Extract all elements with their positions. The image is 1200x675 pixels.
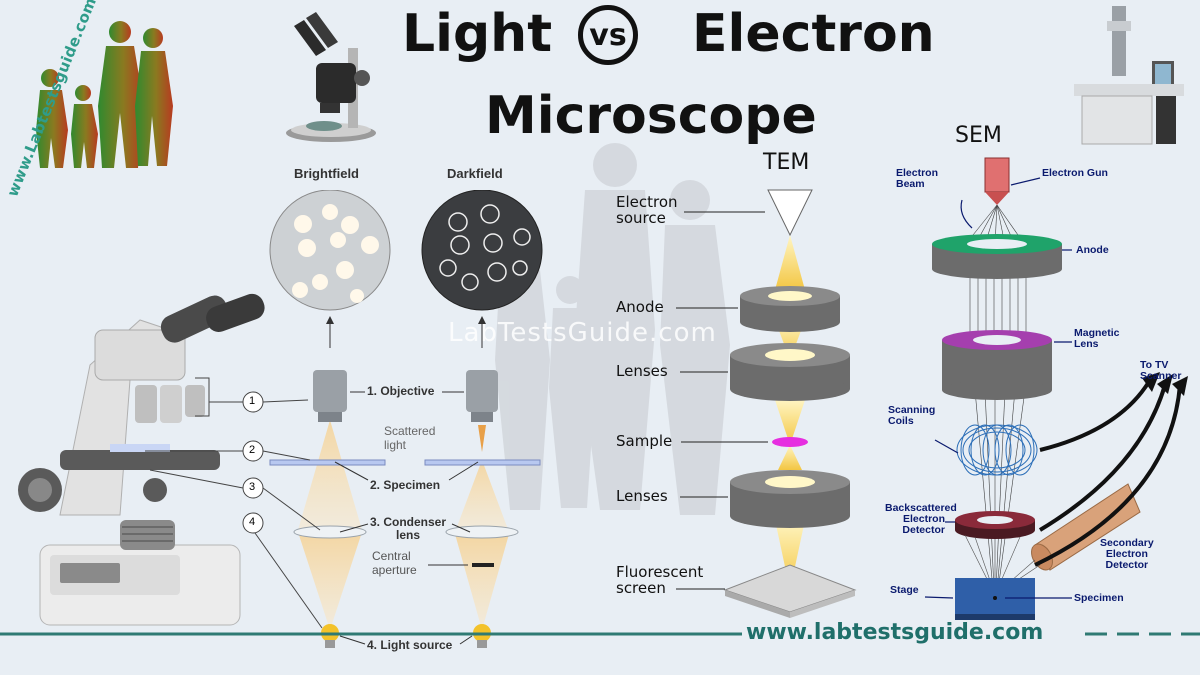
tem-anode bbox=[740, 286, 840, 332]
lenses-upper-label: Lenses bbox=[616, 362, 668, 380]
electron-source-label: Electron source bbox=[616, 193, 678, 227]
sem-specimen-label: Specimen bbox=[1074, 592, 1124, 604]
light-source-label: 4. Light source bbox=[367, 638, 453, 652]
tem-diagram bbox=[723, 189, 857, 618]
electron-gun-label: Electron Gun bbox=[1042, 167, 1108, 179]
electron-gun bbox=[984, 157, 1010, 193]
stage-label: Stage bbox=[890, 584, 919, 596]
tem-lens-upper bbox=[730, 343, 850, 401]
electron-source bbox=[767, 189, 813, 237]
darkfield-label: Darkfield bbox=[447, 166, 503, 181]
to-tv-scanner-label: To TV Scanner bbox=[1140, 359, 1182, 383]
scanning-coils bbox=[956, 424, 1038, 476]
stereo-microscope-icon bbox=[286, 12, 376, 142]
sem-diagram bbox=[924, 157, 1188, 622]
backscattered-detector-label: Backscattered Electron Detector bbox=[885, 502, 957, 537]
specimen-label: 2. Specimen bbox=[370, 478, 441, 492]
objective-label: 1. Objective bbox=[367, 384, 435, 398]
family-logo bbox=[36, 21, 173, 168]
callout-4: 4 bbox=[249, 516, 256, 528]
title-light: Light bbox=[402, 4, 553, 64]
magnetic-lens-label: Magnetic Lens bbox=[1074, 327, 1120, 351]
scattered-light-label: Scattered light bbox=[384, 424, 436, 452]
background-silhouette bbox=[495, 143, 730, 515]
tem-title: TEM bbox=[763, 150, 810, 175]
darkfield-view bbox=[421, 190, 543, 311]
sample-label: Sample bbox=[616, 432, 673, 450]
sem-title: SEM bbox=[955, 123, 1002, 148]
footer-url[interactable]: www.labtestsguide.com bbox=[742, 620, 1048, 645]
sem-machine-icon bbox=[1074, 6, 1184, 145]
condenser-lens-label: 3. Condenser lens bbox=[370, 515, 447, 542]
lenses-lower-label: Lenses bbox=[616, 487, 668, 505]
callout-3: 3 bbox=[249, 481, 256, 493]
electron-beam-label: Electron Beam bbox=[896, 167, 939, 191]
brightfield-label: Brightfield bbox=[294, 166, 359, 181]
title-microscope: Microscope bbox=[485, 86, 817, 146]
anode-label: Anode bbox=[616, 298, 664, 316]
center-watermark: LabTestsGuide.com bbox=[448, 318, 717, 348]
tem-lens-lower bbox=[730, 470, 850, 528]
sem-anode-label: Anode bbox=[1076, 244, 1109, 256]
central-aperture-label: Central aperture bbox=[372, 549, 417, 577]
vs-badge: VS bbox=[578, 5, 638, 65]
callout-1: 1 bbox=[249, 395, 256, 407]
title-electron: Electron bbox=[692, 4, 935, 64]
callout-2: 2 bbox=[249, 444, 256, 456]
tem-sample bbox=[772, 437, 808, 447]
compound-microscope-illustration bbox=[18, 293, 265, 626]
sem-anode bbox=[932, 234, 1062, 279]
scanning-coils-label: Scanning Coils bbox=[888, 404, 936, 428]
secondary-detector-label: Secondary Electron Detector bbox=[1100, 537, 1154, 572]
sem-magnetic-lens bbox=[942, 330, 1052, 400]
backscattered-detector bbox=[955, 511, 1035, 539]
footer-rule bbox=[0, 632, 1200, 636]
light-microscope-diagram bbox=[18, 190, 543, 648]
fluorescent-screen-label: Fluorescent screen bbox=[616, 563, 704, 597]
sem-stage bbox=[955, 578, 1035, 622]
